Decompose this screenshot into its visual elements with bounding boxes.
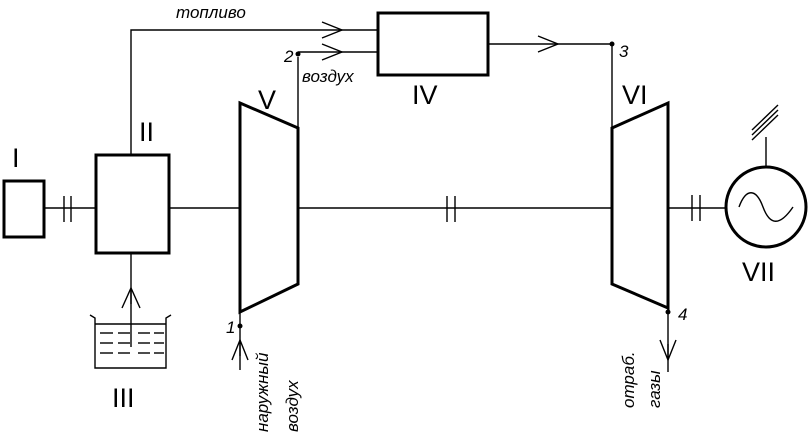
point-2-dot	[295, 51, 301, 57]
arrow-up-fuel	[121, 286, 141, 309]
block-II	[94, 153, 171, 255]
label-exhaust-1: отраб.	[619, 351, 638, 408]
label-III: III	[112, 383, 135, 413]
block-I	[2, 179, 46, 239]
coupling-I-II	[44, 196, 96, 222]
label-VI: VI	[622, 80, 648, 110]
label-outside-air-2: воздух	[283, 380, 302, 432]
point-1-dot	[237, 323, 243, 329]
arrow-exhaust	[659, 339, 677, 362]
label-point-1: 1	[226, 318, 235, 337]
label-II: II	[139, 117, 154, 147]
label-VII: VII	[742, 257, 775, 287]
label-outside-air-1: наружный	[253, 352, 272, 432]
label-fuel: топливо	[176, 3, 246, 22]
generator-VII	[724, 165, 808, 249]
ground-icon	[751, 104, 779, 167]
block-IV	[376, 11, 490, 77]
arrow-gas	[537, 35, 560, 53]
label-exhaust-2: газы	[645, 370, 664, 408]
point-4-dot	[665, 309, 671, 315]
turbine-VI	[610, 100, 670, 311]
label-point-3: 3	[619, 42, 629, 61]
arrow-inlet	[231, 338, 249, 361]
label-IV: IV	[412, 80, 438, 110]
point-3-dot	[609, 41, 615, 47]
label-V: V	[258, 85, 276, 115]
fuel-line	[130, 29, 378, 155]
sine-wave-icon	[738, 192, 794, 222]
coupling-VI-VII	[668, 195, 726, 221]
arrow-air	[321, 43, 344, 61]
label-point-4: 4	[678, 305, 687, 324]
coupling-V-VI	[446, 196, 456, 222]
arrow-fuel	[321, 21, 344, 39]
compressor-V	[238, 100, 300, 315]
label-I: I	[12, 143, 20, 173]
gas-line	[488, 43, 613, 128]
label-point-2: 2	[283, 47, 294, 66]
label-air: воздух	[302, 67, 354, 86]
